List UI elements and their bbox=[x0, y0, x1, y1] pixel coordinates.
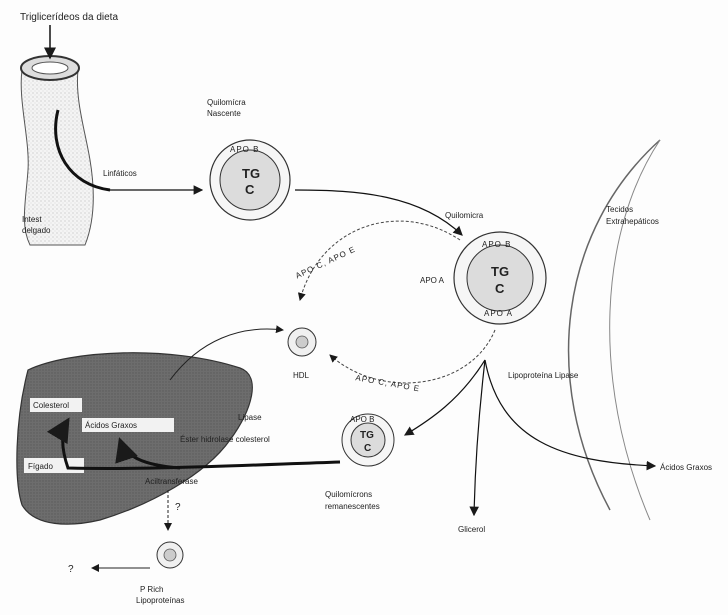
label-nascent-chylomicron-2: Nascente bbox=[207, 109, 241, 118]
label-cholesterol: Colesterol bbox=[33, 401, 69, 410]
capillary-wall-inner bbox=[569, 140, 660, 510]
remnant-chylomicron: TG C APO B bbox=[342, 414, 394, 466]
label-fatty-acids-right: Ácidos Graxos bbox=[660, 463, 712, 472]
label-question-liver: ? bbox=[175, 502, 181, 513]
hdl-particle bbox=[288, 328, 316, 356]
label-lipoprotein-lipase: Lipoproteína Lipase bbox=[508, 371, 579, 380]
apo-a-left: APO A bbox=[420, 276, 445, 285]
apo-b-remnant: APO B bbox=[350, 415, 374, 424]
label-fatty-acids-liver: Ácidos Graxos bbox=[85, 421, 137, 430]
core-tg-chylomicron: TG bbox=[491, 264, 509, 279]
apo-b-nascent: APO B bbox=[230, 145, 259, 154]
label-small-intestine-2: delgado bbox=[22, 226, 51, 235]
label-vldl-2: Lipoproteínas bbox=[136, 596, 184, 605]
arrow-to-remnant bbox=[405, 360, 485, 435]
label-nascent-chylomicron-1: Quilomícra bbox=[207, 98, 246, 107]
apo-b-chylomicron: APO B bbox=[482, 240, 511, 249]
core-c-nascent: C bbox=[245, 182, 255, 197]
label-acyltransferase: Aciltransferase bbox=[145, 477, 198, 486]
apo-a-chylomicron: APO A bbox=[484, 309, 513, 318]
label-chylomicron: Quilomicra bbox=[445, 211, 484, 220]
label-ester-hydrolase: Éster hidrolase colesterol bbox=[180, 435, 270, 444]
label-glycerol: Glicerol bbox=[458, 525, 485, 534]
label-extrahepatic-1: Tecidos bbox=[606, 205, 633, 214]
label-dietary-triglycerides: Triglicerídeos da dieta bbox=[20, 12, 118, 23]
label-lymphatics: Linfáticos bbox=[103, 169, 137, 178]
apo-ce-lower: APO C, APO E bbox=[355, 373, 421, 393]
core-tg-remnant: TG bbox=[360, 430, 374, 441]
apo-ce-upper: APO C, APO E bbox=[294, 245, 357, 281]
label-vldl-1: P Rich bbox=[140, 585, 163, 594]
label-lipase: Lipase bbox=[238, 413, 262, 422]
core-tg-nascent: TG bbox=[242, 166, 260, 181]
label-extrahepatic-2: Extrahepáticos bbox=[606, 217, 659, 226]
label-question-left: ? bbox=[68, 564, 74, 575]
arrow-to-glycerol bbox=[474, 360, 485, 515]
vldl-particle bbox=[157, 542, 183, 568]
arrow-hdl-to-chylomicron bbox=[330, 330, 495, 383]
core-c-remnant: C bbox=[364, 443, 371, 454]
core-c-chylomicron: C bbox=[495, 281, 505, 296]
chylomicron: TG C APO B APO A bbox=[454, 232, 546, 324]
label-small-intestine-1: Intest bbox=[22, 215, 42, 224]
label-remnants-1: Quilomícrons bbox=[325, 490, 372, 499]
nascent-chylomicron: TG C APO B bbox=[210, 140, 290, 220]
label-remnants-2: remanescentes bbox=[325, 502, 380, 511]
label-hdl: HDL bbox=[293, 371, 310, 380]
label-liver: Fígado bbox=[28, 462, 53, 471]
